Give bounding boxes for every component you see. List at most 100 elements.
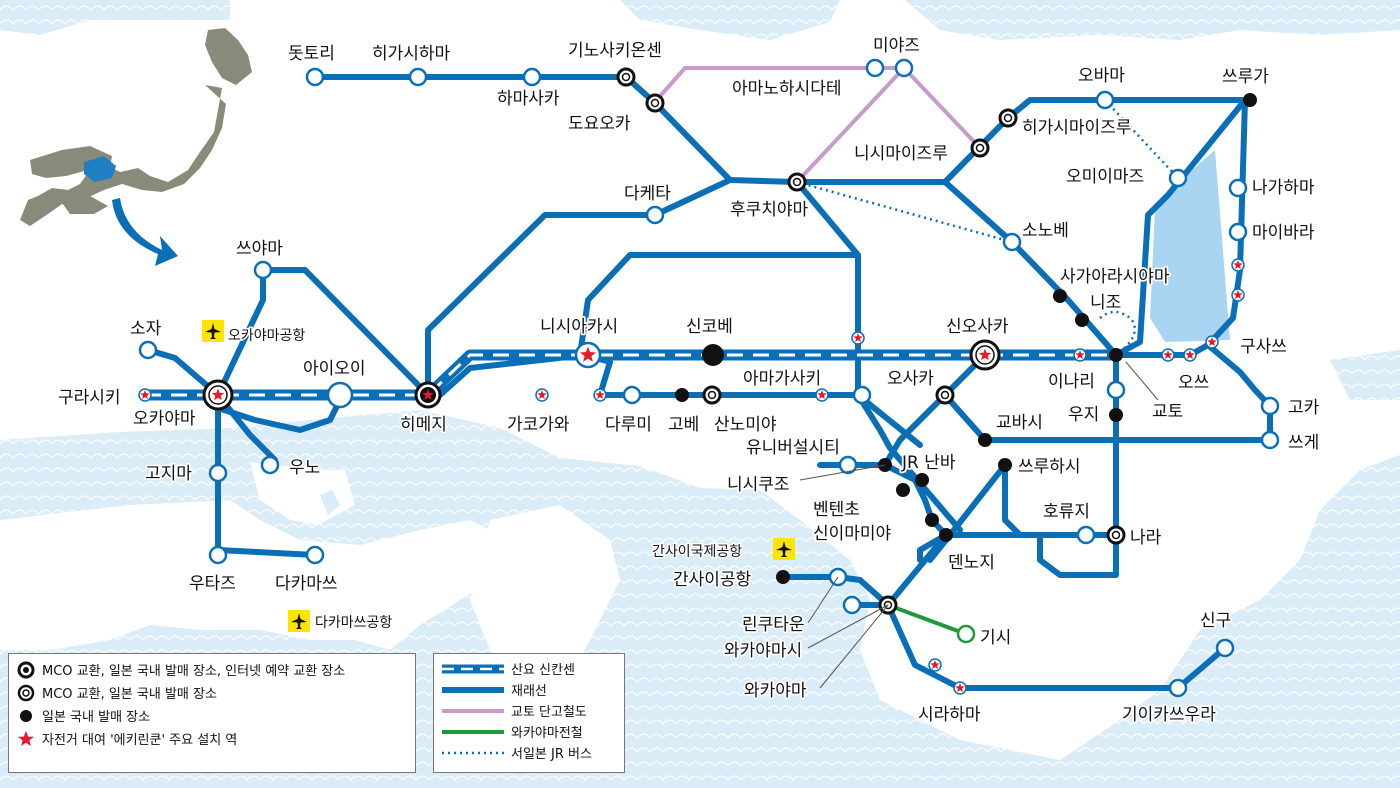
- station-tsuyama[interactable]: [253, 260, 273, 280]
- station-label-shirahama[interactable]: 시라하마: [916, 703, 982, 727]
- station-label-amanohashidate[interactable]: 아마노하시다테: [730, 77, 843, 101]
- station-jrnamba[interactable]: [915, 473, 929, 487]
- station-aioi[interactable]: [326, 381, 354, 409]
- station-label-uno[interactable]: 우노: [287, 456, 322, 480]
- station-label-kurashiki[interactable]: 구라시키: [56, 386, 122, 410]
- station-label-tennoji[interactable]: 덴노지: [946, 551, 996, 575]
- station-amagasaki[interactable]: [852, 385, 872, 405]
- station-label-kyobashi[interactable]: 교바시: [994, 411, 1044, 435]
- station-label-nijo[interactable]: 니조: [1088, 291, 1123, 315]
- station-tarumi[interactable]: [622, 385, 642, 405]
- station-label-okayama[interactable]: 오카야마: [131, 407, 197, 431]
- station-label-inari[interactable]: 이나리: [1046, 370, 1096, 394]
- station-toyooka[interactable]: [645, 93, 665, 113]
- airport-label-kix[interactable]: 간사이국제공항: [651, 543, 744, 562]
- station-himeji[interactable]: [414, 381, 442, 409]
- station-otsu[interactable]: [1161, 348, 1175, 362]
- station-label-usj[interactable]: 유니버설시티: [744, 436, 841, 460]
- station-utazu[interactable]: [208, 545, 228, 565]
- airport-label-okayama[interactable]: 오카야마공항: [227, 327, 307, 346]
- station-label-aioi[interactable]: 아이오이: [301, 357, 367, 381]
- station-sannomiya[interactable]: [702, 385, 722, 405]
- station-label-jrnamba[interactable]: JR 난바: [899, 451, 957, 475]
- station-shingu[interactable]: [1215, 638, 1235, 658]
- station-okayama[interactable]: [202, 379, 234, 411]
- station-omiimazu[interactable]: [1168, 168, 1188, 188]
- station-label-utazu[interactable]: 우타즈: [187, 572, 237, 596]
- station-label-kyoto[interactable]: 교토: [1150, 400, 1185, 424]
- station-star-3[interactable]: [851, 331, 865, 345]
- station-kusatsu[interactable]: [1205, 335, 1219, 349]
- station-label-soja[interactable]: 소자: [128, 317, 163, 341]
- station-soja[interactable]: [138, 340, 158, 360]
- station-label-tsuruhashi[interactable]: 쓰루하시: [1016, 455, 1082, 479]
- station-obama[interactable]: [1095, 90, 1115, 110]
- station-kyobashi[interactable]: [978, 433, 992, 447]
- station-label-tarumi[interactable]: 다루미: [603, 413, 653, 437]
- station-label-otsu[interactable]: 오쓰: [1176, 371, 1211, 395]
- station-horyuji[interactable]: [1076, 525, 1096, 545]
- station-label-shinkobe[interactable]: 신코베: [684, 315, 734, 339]
- station-nara[interactable]: [1106, 525, 1126, 545]
- station-kurashiki[interactable]: [138, 388, 152, 402]
- station-star-1[interactable]: [1231, 258, 1245, 272]
- station-dottori[interactable]: [305, 67, 325, 87]
- station-uji[interactable]: [1109, 408, 1123, 422]
- station-label-shinosaka[interactable]: 신오사카: [944, 315, 1010, 339]
- station-bentencho[interactable]: [896, 483, 910, 497]
- station-label-fukuchiyama[interactable]: 후쿠치야마: [728, 198, 810, 222]
- station-tsuge[interactable]: [1260, 430, 1280, 450]
- station-higashimaizuru[interactable]: [998, 108, 1018, 128]
- station-kojima[interactable]: [208, 463, 228, 483]
- station-fukuchiyama[interactable]: [787, 172, 807, 192]
- station-shirahama[interactable]: [953, 681, 967, 695]
- station-label-nagahama[interactable]: 나가하마: [1250, 176, 1316, 200]
- station-label-kobe[interactable]: 고베: [666, 413, 701, 437]
- station-nijo[interactable]: [1075, 313, 1089, 327]
- station-label-higashimaizuru[interactable]: 히가시마이즈루: [1020, 116, 1133, 140]
- station-label-hamasaka[interactable]: 하마사카: [495, 87, 561, 111]
- station-sagaarashiyama[interactable]: [1053, 289, 1067, 303]
- station-label-wakayama[interactable]: 와카야마: [742, 679, 808, 703]
- station-miyazu[interactable]: [894, 58, 914, 78]
- station-osaka[interactable]: [935, 385, 955, 405]
- station-sonobe[interactable]: [1002, 232, 1022, 252]
- station-kiitsuura[interactable]: [1168, 678, 1188, 698]
- station-label-nishikujo[interactable]: 니시쿠조: [725, 473, 791, 497]
- station-label-tsuge[interactable]: 쓰게: [1286, 431, 1321, 455]
- station-label-himeji[interactable]: 히메지: [398, 413, 448, 437]
- station-label-kansai-airport[interactable]: 간사이공항: [671, 568, 753, 592]
- station-kyoto[interactable]: [1109, 348, 1123, 362]
- station-hamasaka[interactable]: [522, 67, 542, 87]
- station-koka[interactable]: [1260, 396, 1280, 416]
- station-amanohashidate[interactable]: [865, 58, 885, 78]
- station-shinkobe[interactable]: [702, 344, 724, 366]
- station-maibara[interactable]: [1228, 222, 1248, 242]
- station-label-kusatsu[interactable]: 구사쓰: [1238, 335, 1288, 359]
- station-label-toyooka[interactable]: 도요오카: [566, 112, 632, 136]
- station-label-tsuyama[interactable]: 쓰야마: [234, 237, 285, 261]
- station-label-miyazu[interactable]: 미야즈: [871, 34, 921, 58]
- station-label-nishimaizuru[interactable]: 니시마이즈루: [852, 142, 949, 166]
- station-star-6[interactable]: [815, 388, 829, 402]
- station-label-amagasaki[interactable]: 아마가사키: [741, 367, 823, 391]
- station-star-5[interactable]: [1183, 348, 1197, 362]
- station-label-kinosaki[interactable]: 기노사키온센: [566, 39, 663, 63]
- station-label-obama[interactable]: 오바마: [1076, 64, 1127, 88]
- station-label-takamatsu[interactable]: 다카마쓰: [273, 572, 339, 596]
- station-label-dottori[interactable]: 돗토리: [286, 42, 336, 66]
- station-label-osaka[interactable]: 오사카: [885, 367, 936, 391]
- station-label-kojima[interactable]: 고지마: [143, 462, 194, 486]
- station-uno[interactable]: [260, 455, 280, 475]
- station-tsuruga[interactable]: [1243, 93, 1257, 107]
- station-label-uji[interactable]: 우지: [1066, 403, 1101, 427]
- station-label-shinimamiya[interactable]: 신이마미야: [811, 522, 893, 546]
- station-inari[interactable]: [1106, 380, 1126, 400]
- station-label-nara[interactable]: 나라: [1128, 526, 1163, 550]
- station-label-sannomiya[interactable]: 산노미야: [712, 413, 778, 437]
- station-label-maibara[interactable]: 마이바라: [1250, 221, 1316, 245]
- station-label-bentencho[interactable]: 벤텐초: [811, 498, 861, 522]
- station-wakayamashi[interactable]: [842, 595, 862, 615]
- station-kishi[interactable]: [956, 624, 976, 644]
- station-tsuruhashi[interactable]: [998, 458, 1012, 472]
